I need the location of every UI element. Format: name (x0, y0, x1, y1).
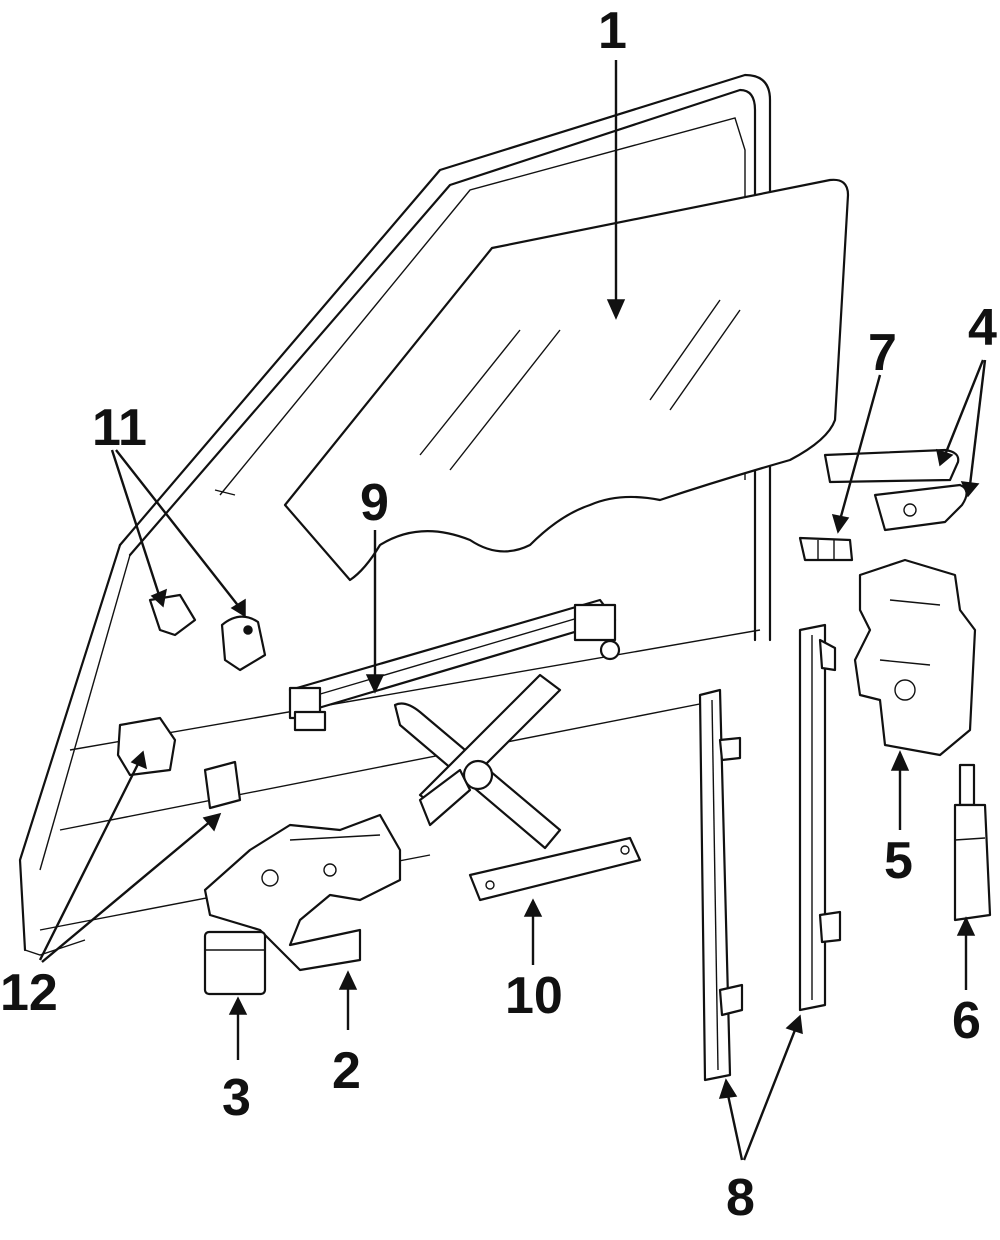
callout-5: 5 (884, 832, 913, 890)
callout-10: 10 (505, 967, 563, 1025)
part-6-lock-actuator (953, 763, 992, 922)
callout-2: 2 (332, 1042, 361, 1100)
part-7-lock-cylinder (798, 536, 854, 562)
callout-12: 12 (0, 964, 58, 1022)
leader-arrows (38, 60, 987, 1161)
callout-11: 11 (92, 399, 147, 457)
callout-6: 6 (952, 992, 981, 1050)
callout-3: 3 (222, 1069, 251, 1127)
callout-8: 8 (726, 1169, 755, 1227)
callout-7: 7 (868, 324, 897, 382)
callout-1: 1 (598, 2, 627, 60)
part-10-guide (468, 836, 642, 902)
callout-4: 4 (968, 299, 997, 357)
part-3-motor (203, 930, 267, 996)
part-9-glass-channel (288, 598, 621, 732)
part-2-window-regulator (203, 673, 562, 972)
part-11-clips (148, 593, 267, 672)
callout-9: 9 (360, 474, 389, 532)
part-8-run-channels (698, 623, 842, 1082)
door-frame (18, 73, 772, 956)
part-12-clips (116, 716, 242, 810)
part-1-door-glass (283, 178, 850, 582)
part-5-door-latch (853, 558, 977, 757)
